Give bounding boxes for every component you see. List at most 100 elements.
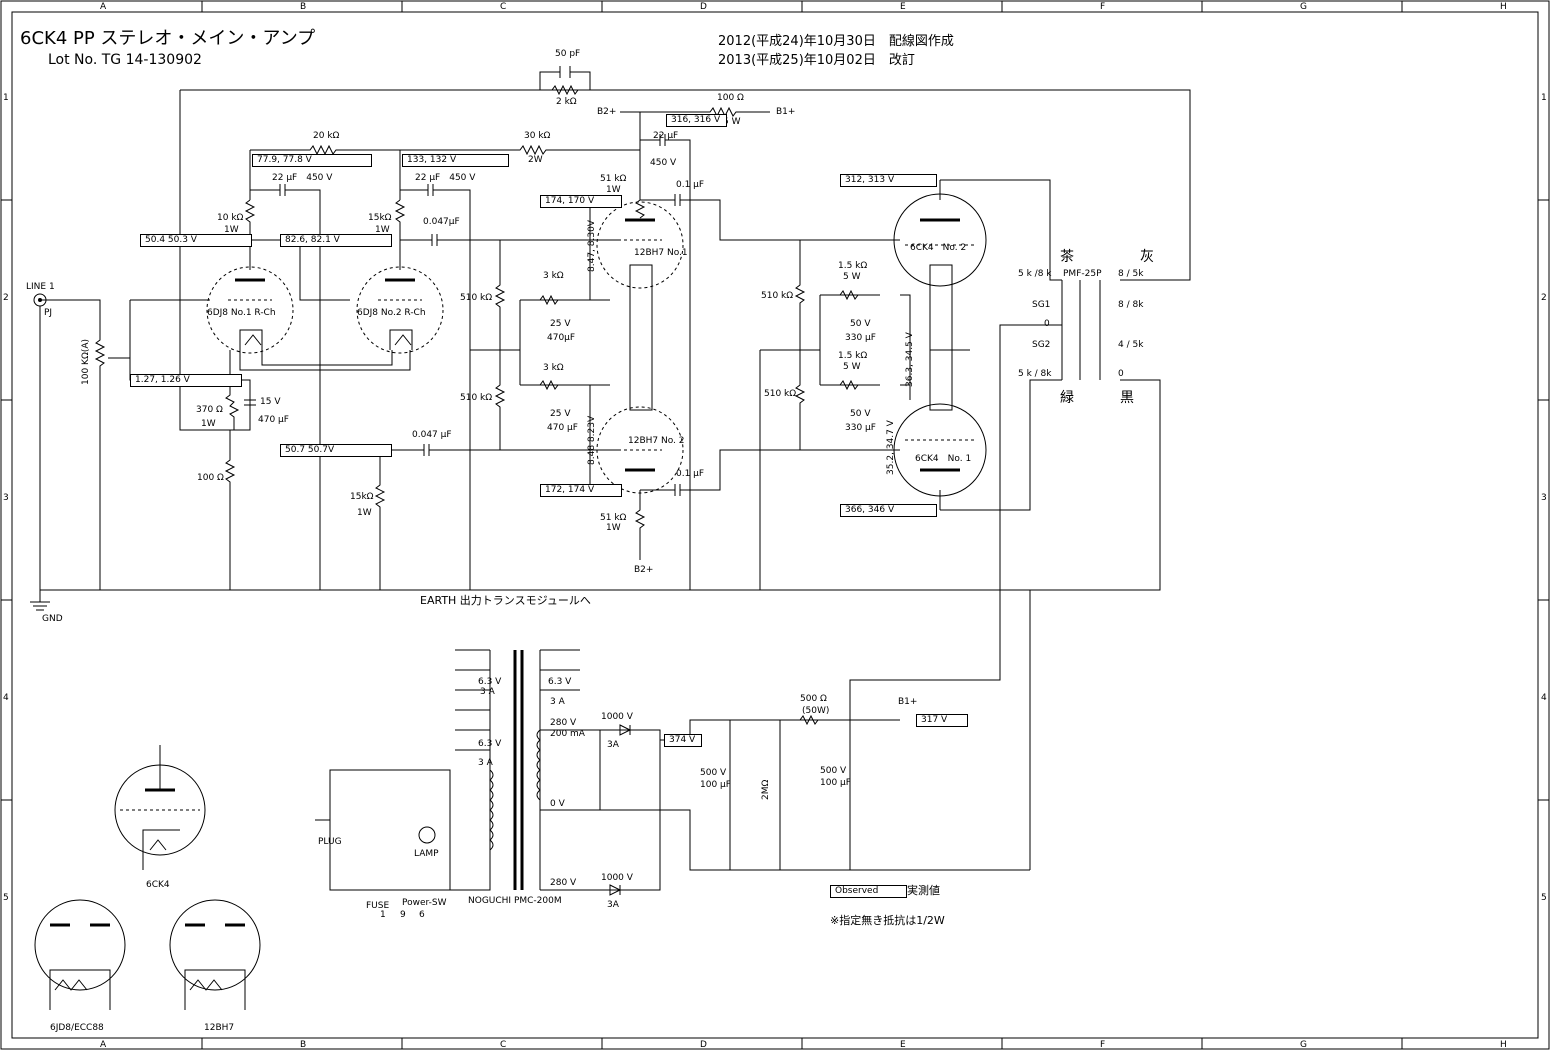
col-g: G (1300, 2, 1307, 12)
opt-tap-5k-8k-bot: 5 k / 8k (1018, 369, 1052, 379)
col-c: C (500, 2, 506, 12)
tube-6dj8-no2 (356, 266, 444, 354)
hv-280-b-label: 280 V (550, 878, 577, 888)
power-transformer-label: NOGUCHI PMC-200M (468, 896, 562, 906)
power-supply-wiring (315, 649, 1030, 896)
cap-22uf-a-volt-label: 450 V (650, 158, 677, 168)
res-51k-top-watt-label: 1W (606, 185, 621, 195)
voltage-50-7: 50.7 50.7V (280, 444, 392, 457)
res-2m-label: 2MΩ (761, 779, 771, 800)
opt-zero-b: 0 (1118, 369, 1124, 379)
heater-c-amp: 3 A (478, 758, 493, 768)
res-510k-b-label: 510 kΩ (460, 393, 493, 403)
cap-100uf-a-label: 100 μF (700, 780, 731, 790)
pin-9-label: 9 (400, 910, 406, 920)
gnd-label: GND (42, 614, 63, 624)
power-switch-label: Power-SW (402, 898, 447, 908)
voltage-312: 312, 313 V (840, 174, 937, 187)
res-500-watt-label: (50W) (802, 706, 830, 716)
voltage-8-47: 8.47, 8.30V (587, 220, 597, 272)
lamp-label: LAMP (414, 849, 439, 859)
row-5-right: 5 (1541, 893, 1547, 903)
opt-wire-green: 緑 (1060, 390, 1074, 406)
col-e: E (900, 2, 906, 12)
row-2-right: 2 (1541, 293, 1547, 303)
earth-label: EARTH 出力トランスモジュールへ (420, 594, 591, 607)
tube-6ck4-no2 (893, 193, 987, 287)
tube-v1-label: 6DJ8 No.1 R-Ch (207, 308, 276, 318)
row-4-right: 4 (1541, 693, 1547, 703)
diode-2-amp: 3A (607, 900, 619, 910)
voltage-35-2: 35.2, 34.7 V (886, 420, 896, 475)
col-b-bottom: B (300, 1040, 306, 1050)
res-15k-bot-watt-label: 1W (357, 508, 372, 518)
hv-200ma-label: 200 mA (550, 729, 585, 739)
row-1: 1 (3, 93, 9, 103)
heater-a-amp: 3 A (480, 687, 495, 697)
cap-330uf-b-label: 330 μF (845, 423, 876, 433)
res-30k-watt-label: 2W (528, 155, 543, 165)
opt-tap-5k8k: 5 k /8 k (1018, 269, 1052, 279)
col-d: D (700, 2, 707, 12)
col-b: B (300, 2, 306, 12)
voltage-50-4: 50.4 50.3 V (140, 234, 252, 247)
opt-tap-8-5k: 8 / 5k (1118, 269, 1144, 279)
cap-470uf-a-label: 470μF (547, 333, 576, 343)
cap-100uf-b-label: 100 μF (820, 778, 851, 788)
pinout-12bh7-label: 12BH7 (204, 1023, 235, 1033)
res-100-b-label: 100 Ω (197, 473, 224, 483)
res-3k-a-label: 3 kΩ (543, 271, 564, 281)
row-3: 3 (3, 493, 9, 503)
col-f: F (1100, 2, 1105, 12)
col-f-bottom: F (1100, 1040, 1105, 1050)
res-510k-a-label: 510 kΩ (460, 293, 493, 303)
pinout-6dj8-circle (34, 899, 126, 991)
plug-label: PLUG (318, 837, 342, 847)
voltage-316: 316, 316 V (666, 114, 728, 127)
res-100-label: 100 Ω (717, 93, 744, 103)
opt-wire-black: 黒 (1120, 390, 1134, 406)
voltage-1-27: 1.27, 1.26 V (130, 374, 242, 387)
col-a-bottom: A (100, 1040, 107, 1050)
res-1-5k-b-watt-label: 5 W (843, 362, 861, 372)
res-2k-label: 2 kΩ (556, 97, 577, 107)
b2plus-label: B2+ (597, 107, 617, 117)
col-d-bottom: D (700, 1040, 707, 1050)
pj-label: PJ (44, 308, 53, 318)
line1-label: LINE 1 (26, 282, 55, 292)
created-date: 2012(平成24)年10月30日 配線図作成 (718, 33, 954, 49)
cap-500v-a-label: 500 V (700, 768, 727, 778)
res-51k-top-label: 51 kΩ (600, 174, 627, 184)
col-c-bottom: C (500, 1040, 506, 1050)
heater-c-volt: 6.3 V (478, 739, 502, 749)
hv-0v-label: 0 V (550, 799, 565, 809)
res-51k-bot-label: 51 kΩ (600, 513, 627, 523)
b2plus-bottom-label: B2+ (634, 565, 654, 575)
res-51k-bot-watt-label: 1W (606, 523, 621, 533)
diode-1-volt: 1000 V (601, 712, 633, 722)
lot-number: Lot No. TG 14-130902 (48, 52, 202, 68)
cap-15v-label: 15 V (260, 397, 281, 407)
cap-50v-a-label: 50 V (850, 319, 871, 329)
cap-470uf-b-label: 470 μF (547, 423, 578, 433)
opt-model-label: PMF-25P (1063, 269, 1102, 279)
amp-wiring (30, 66, 1191, 870)
col-h: H (1500, 2, 1507, 12)
res-1-5k-b-label: 1.5 kΩ (838, 351, 868, 361)
tube-6ck4-no1 (893, 403, 987, 497)
res-1-5k-a-label: 1.5 kΩ (838, 261, 868, 271)
pinout-6ck4-label: 6CK4 (146, 880, 170, 890)
cap-25v-b-label: 25 V (550, 409, 571, 419)
col-g-bottom: G (1300, 1040, 1307, 1050)
res-510k-c-label: 510 kΩ (761, 291, 794, 301)
voltage-172: 172, 174 V (540, 484, 622, 497)
volume-label: 100 KΩ(A) (81, 339, 91, 385)
cap-22uf-a-label: 22 μF (653, 131, 679, 141)
pin-6-label: 6 (419, 910, 425, 920)
cap-50v-b-label: 50 V (850, 409, 871, 419)
voltage-133: 133, 132 V (402, 154, 509, 167)
opt-sg1-label: SG1 (1032, 300, 1051, 310)
